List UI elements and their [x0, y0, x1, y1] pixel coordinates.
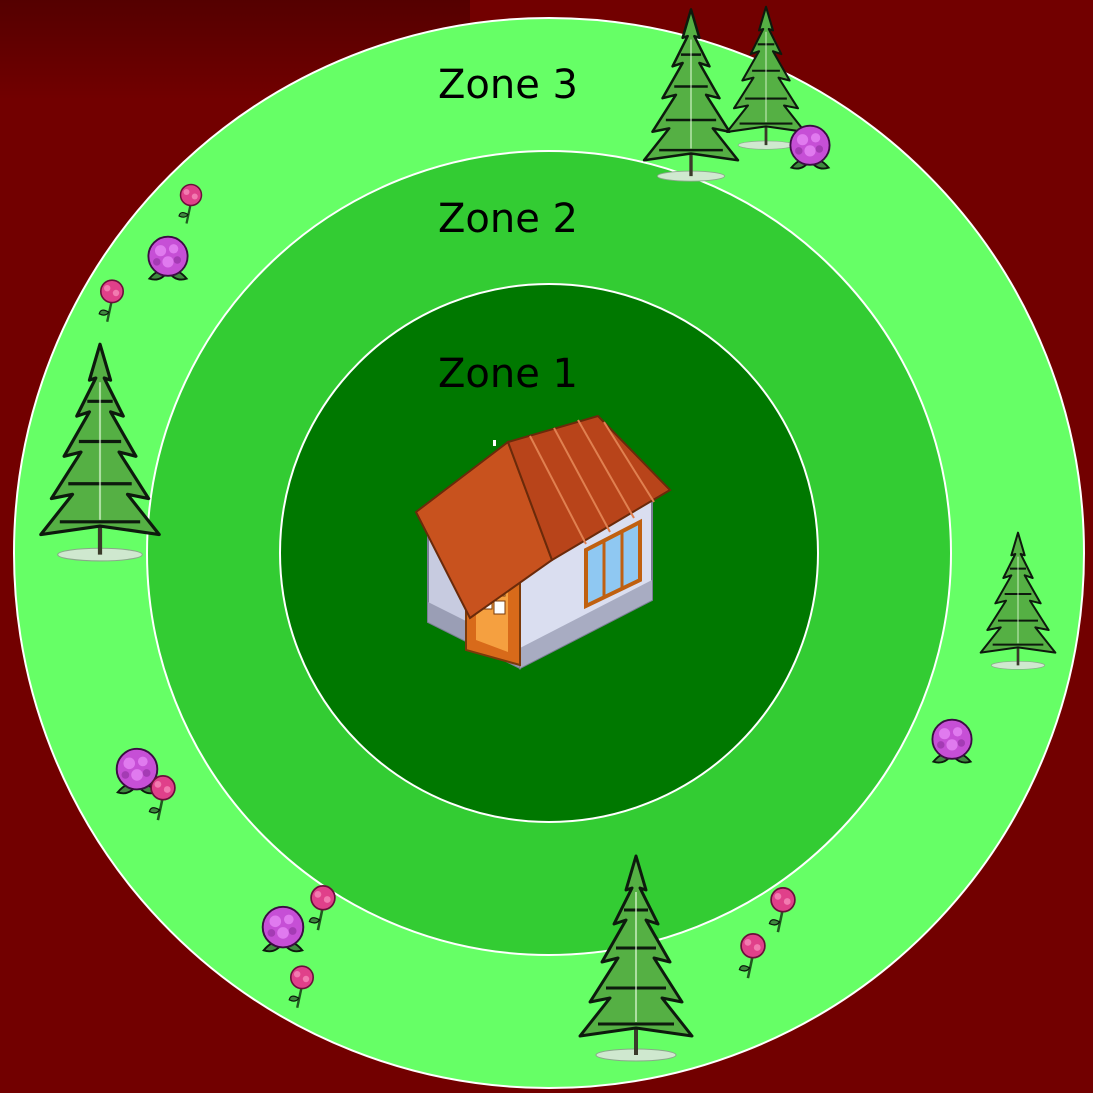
zone-2-label: Zone 2	[438, 196, 578, 242]
flower-icon	[263, 907, 304, 951]
zone-1-label: Zone 1	[438, 351, 578, 397]
flower-icon	[790, 126, 829, 169]
zone-3-label: Zone 3	[438, 62, 578, 108]
flower-icon	[148, 237, 187, 280]
flower-icon	[932, 720, 971, 763]
